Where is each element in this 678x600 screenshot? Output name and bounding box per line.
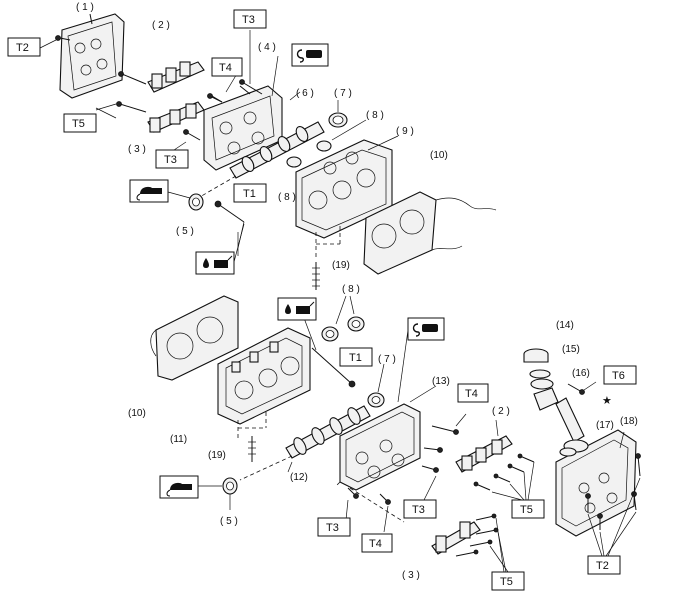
bolt-t6 [567, 381, 597, 395]
label-p5-bottom: ( 5 ) [220, 516, 238, 527]
torque-box-t6: T6 [603, 365, 637, 385]
torque-box-t2-top: T2 [7, 37, 41, 57]
torque-box-t4-mid: T4 [457, 383, 489, 403]
head-gasket-top [363, 191, 497, 275]
label-p4: ( 4 ) [258, 42, 276, 53]
label-p10-bottom: (10) [128, 408, 146, 419]
label-p3-bottom: ( 3 ) [402, 570, 420, 581]
label-p2-top: ( 2 ) [152, 20, 170, 31]
torque-box-t3-bottom-left: T3 [317, 517, 351, 537]
label-p6: ( 6 ) [296, 88, 314, 99]
engine-oil-icon [129, 179, 169, 203]
camshaft-lh [197, 121, 325, 199]
rocker-shaft-assy-bottom [455, 419, 513, 473]
torque-box-t5-bottom: T5 [491, 571, 525, 591]
label-p12: (12) [290, 472, 308, 483]
svg-text:T3: T3 [164, 154, 177, 166]
label-p8-bottom: ( 8 ) [342, 284, 360, 295]
head-gasket-bottom [150, 295, 239, 381]
label-p9: ( 9 ) [396, 126, 414, 137]
bolts-t5-top [95, 71, 147, 119]
label-p15: (15) [562, 344, 580, 355]
oil-seal-top [328, 112, 348, 128]
svg-text:T6: T6 [612, 370, 625, 382]
engine-oil-icon [159, 475, 199, 499]
star-mark: ★ [602, 395, 612, 407]
label-p1: ( 1 ) [76, 2, 94, 13]
torque-box-t3-mid: T3 [155, 149, 189, 169]
label-p2-bottom: ( 2 ) [492, 406, 510, 417]
rocker-cover-lh [59, 13, 125, 99]
torque-box-t1-top: T1 [233, 183, 267, 203]
svg-text:T2: T2 [596, 560, 609, 572]
oil-filler-duct [555, 397, 589, 457]
label-p10-top: (10) [430, 150, 448, 161]
stud-bottom [248, 436, 256, 462]
label-p7-bottom: ( 7 ) [378, 354, 396, 365]
svg-text:T5: T5 [520, 504, 533, 516]
liquid-gasket-icon [291, 43, 329, 67]
label-p7-top: ( 7 ) [334, 88, 352, 99]
oil-seal-bottom [367, 363, 385, 408]
rocker-cover-rh [555, 429, 637, 537]
svg-text:T5: T5 [72, 118, 85, 130]
torque-box-t5-mid: T5 [511, 499, 545, 519]
label-p8-mid: ( 8 ) [278, 192, 296, 203]
plugs-top [286, 119, 367, 168]
torque-box-t5-top: T5 [63, 113, 97, 133]
label-p11: (11) [170, 434, 187, 445]
bolts-t5-right [473, 453, 535, 501]
bolt-t1-bottom [303, 317, 356, 388]
label-p3-top: ( 3 ) [128, 144, 146, 155]
rocker-shaft-assy-top [147, 61, 205, 133]
label-p19-bottom: (19) [208, 450, 226, 461]
torque-box-t4-bottom: T4 [361, 533, 393, 553]
torque-box-t3-bottom-mid: T3 [403, 499, 437, 519]
camshaft-support-rh [335, 385, 437, 523]
gasket-15 [529, 369, 554, 390]
svg-text:T4: T4 [465, 388, 478, 400]
label-p18: (18) [620, 416, 638, 427]
oil-seal-5-top [188, 193, 204, 211]
torque-box-t1-bottom: T1 [339, 347, 373, 367]
label-p17: (17) [596, 420, 614, 431]
plugs-bottom [321, 295, 365, 342]
filler-pipe-16 [533, 387, 559, 411]
oil-can-icon [277, 297, 317, 321]
svg-text:T4: T4 [369, 538, 382, 550]
label-p5-top: ( 5 ) [176, 226, 194, 237]
svg-text:T4: T4 [219, 62, 232, 74]
torque-box-t4-top: T4 [211, 57, 243, 77]
svg-text:T1: T1 [349, 352, 362, 364]
label-p19-top: (19) [332, 260, 350, 271]
label-p8-top: ( 8 ) [366, 110, 384, 121]
torque-box-t2-bottom: T2 [587, 555, 621, 575]
liquid-gasket-icon [407, 317, 445, 341]
svg-text:T2: T2 [16, 42, 29, 54]
rocker-assy-bottom [431, 513, 509, 573]
svg-text:T5: T5 [500, 576, 513, 588]
torque-box-t3-top: T3 [233, 9, 267, 29]
svg-text:T3: T3 [326, 522, 339, 534]
oil-seal-5-bottom [222, 477, 238, 510]
label-p16: (16) [572, 368, 590, 379]
svg-text:T1: T1 [243, 188, 256, 200]
cylinder-head-rh [217, 327, 311, 425]
stud-top [312, 262, 320, 290]
camshaft-rh [239, 405, 371, 481]
label-p13: (13) [432, 376, 450, 387]
oil-can-icon [195, 251, 235, 275]
bolt-t1-top [214, 200, 245, 249]
bolts-t2-bottom [585, 431, 641, 557]
svg-text:T3: T3 [242, 14, 255, 26]
label-p14: (14) [556, 320, 574, 331]
svg-text:T3: T3 [412, 504, 425, 516]
oil-filler-cap [523, 348, 549, 363]
